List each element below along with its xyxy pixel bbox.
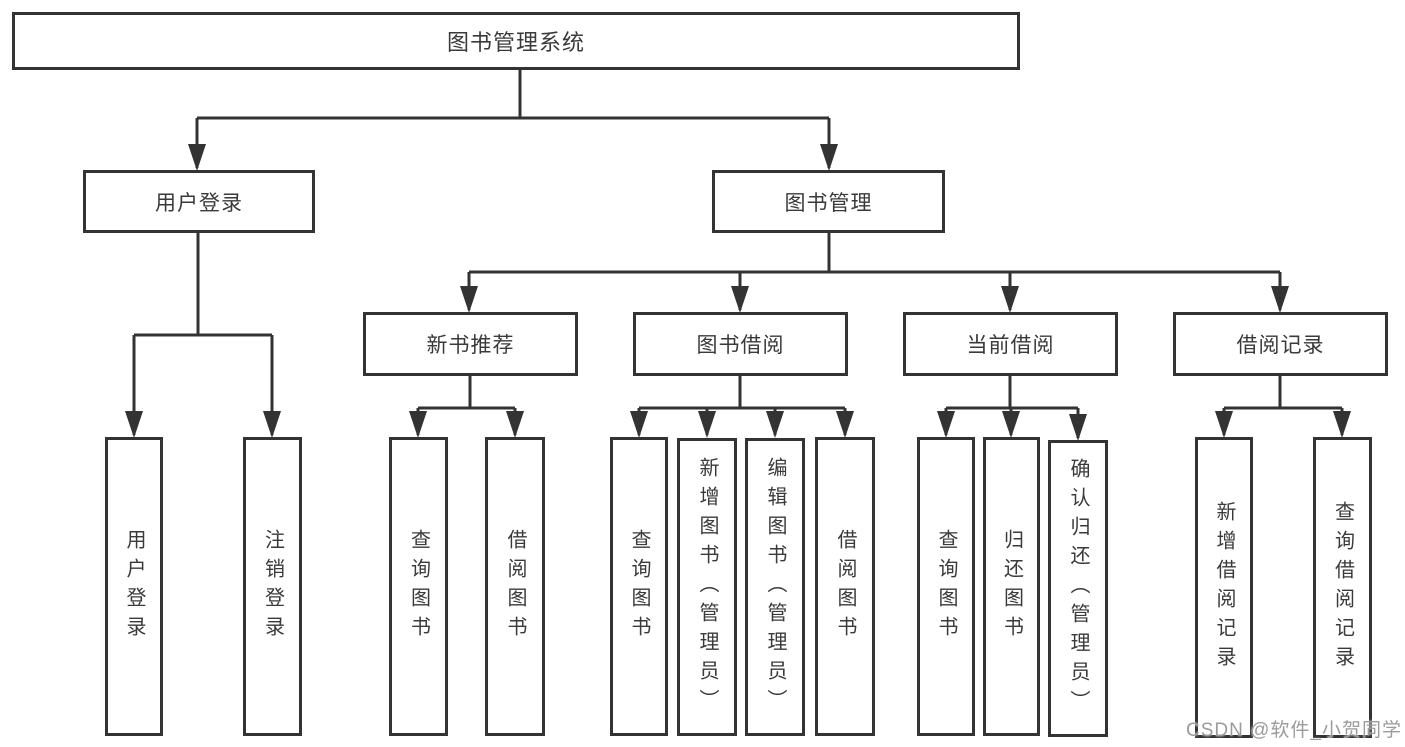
leaf-newbook-borrow-books: 借阅图书 [485,437,545,736]
node-new-book-recommend: 新书推荐 [363,312,578,376]
csdn-watermark: CSDN @软件_小贺同学 [1186,720,1402,741]
leaf-borrowing-edit-books-admin: 编辑图书（管理员） [745,438,805,736]
node-book-borrowing: 图书借阅 [633,312,848,376]
leaf-borrowing-add-books-admin: 新增图书（管理员） [677,438,737,736]
leaf-borrowing-borrow-books: 借阅图书 [815,437,875,736]
node-borrowing-records: 借阅记录 [1173,312,1388,376]
leaf-current-query-books: 查询图书 [917,437,975,736]
leaf-newbook-query-books: 查询图书 [389,437,448,736]
node-library-management-system: 图书管理系统 [12,12,1020,70]
node-current-borrowing: 当前借阅 [903,312,1118,376]
leaf-current-confirm-return-admin: 确认归还（管理员） [1048,440,1108,737]
node-user-login: 用户登录 [83,170,315,233]
leaf-current-return-books: 归还图书 [983,437,1040,736]
arrowheads [125,144,1351,441]
leaf-user-login: 用户登录 [105,437,163,736]
leaf-records-add-record: 新增借阅记录 [1195,437,1253,738]
leaf-borrowing-query-books: 查询图书 [610,437,668,736]
node-book-management: 图书管理 [712,170,945,233]
leaf-logout: 注销登录 [243,437,302,736]
leaf-records-query-record: 查询借阅记录 [1313,437,1372,738]
